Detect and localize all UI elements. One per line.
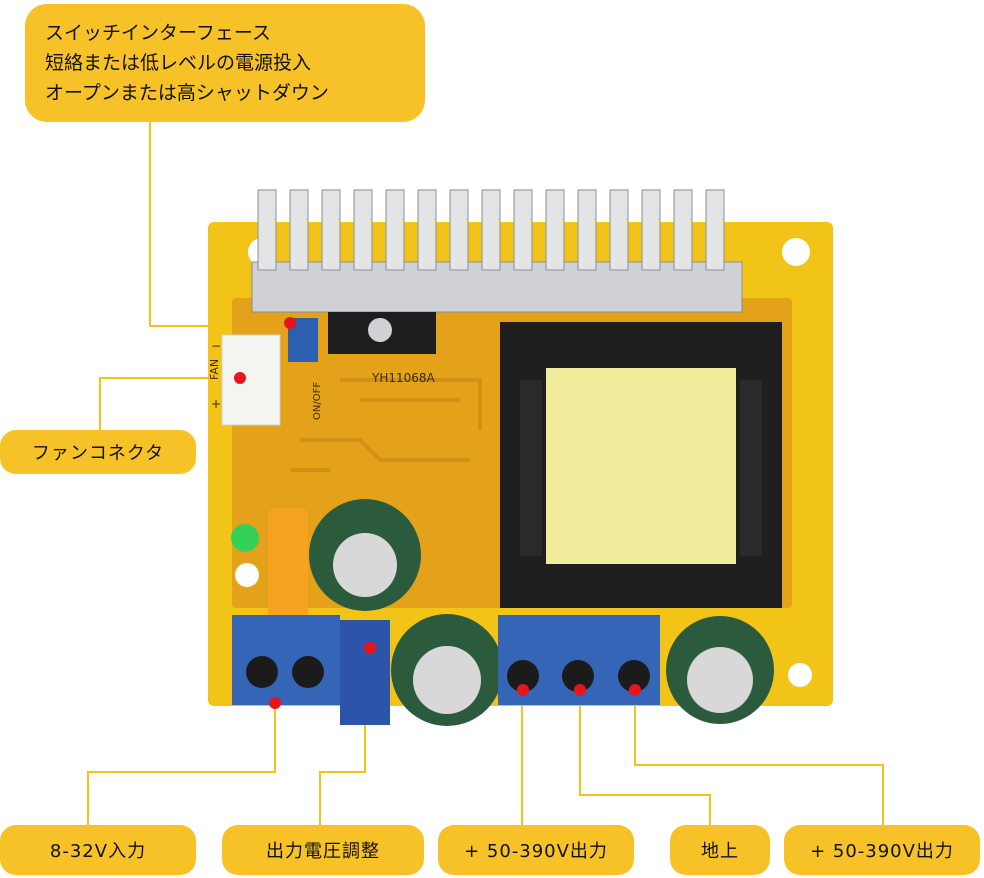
leader-out-right [634, 690, 884, 825]
leader-ground [579, 690, 711, 825]
callout-switch-interface: スイッチインターフェース 短絡または低レベルの電源投入 オープンまたは高シャット… [25, 4, 425, 122]
fan-plus: + [211, 397, 221, 411]
marker-ground [574, 684, 586, 696]
fuse [268, 508, 308, 620]
traces [290, 378, 482, 472]
marker-out-right [629, 684, 641, 696]
callout-switch-line-2: 短絡または低レベルの電源投入 [45, 52, 312, 74]
capacitor-3 [666, 616, 774, 724]
marker-input [269, 697, 281, 709]
mount-hole-br [788, 663, 812, 687]
callout-output-plus-left: + 50-390V出力 [438, 825, 634, 875]
callout-switch-line-1: スイッチインターフェース [45, 22, 271, 44]
fan-label: FAN [208, 359, 221, 380]
callout-switch-line-3: オープンまたは高シャットダウン [45, 82, 329, 104]
chip-label: YH11068A [371, 371, 436, 385]
led [231, 524, 259, 552]
callout-fan-connector: ファンコネクタ [0, 430, 196, 474]
marker-adjust [364, 642, 376, 654]
callout-voltage-adjust: 出力電圧調整 [222, 825, 424, 875]
marker-fan [234, 372, 246, 384]
input-terminal [232, 615, 340, 705]
callout-output-plus-right: + 50-390V出力 [784, 825, 980, 875]
transformer [500, 322, 782, 608]
mount-hole-ml [235, 563, 259, 587]
switch-label: ON/OFF [312, 382, 323, 420]
fan-minus: − [211, 339, 221, 353]
heatsink [251, 189, 743, 313]
callout-ground: 地上 [670, 825, 770, 875]
capacitor-1 [309, 499, 421, 611]
leader-input [87, 703, 276, 825]
mount-hole-tr [782, 238, 810, 266]
marker-switch [284, 317, 296, 329]
capacitor-2 [391, 614, 503, 726]
fan-connector [221, 334, 281, 426]
markers [234, 317, 641, 709]
callout-input: 8-32V入力 [0, 825, 196, 875]
leader-fan [99, 377, 240, 430]
marker-out-left [517, 684, 529, 696]
potentiometer [340, 620, 390, 725]
